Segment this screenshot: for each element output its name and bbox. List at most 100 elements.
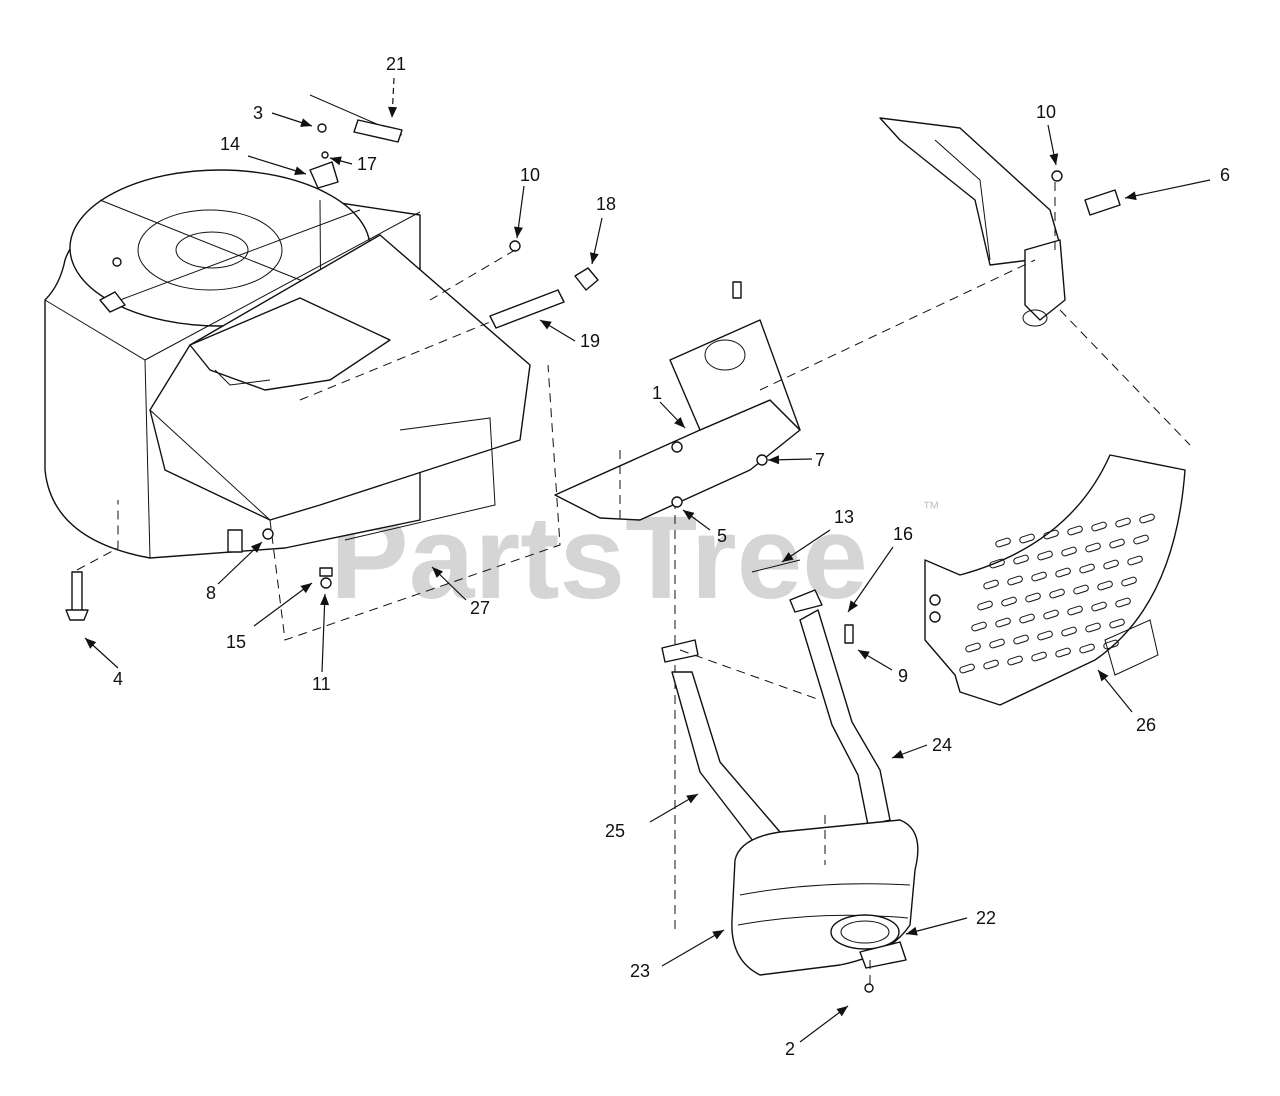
- callout-4: 4: [113, 669, 123, 689]
- leader-arrowhead: [906, 926, 918, 936]
- callout-19: 19: [580, 331, 600, 351]
- grille-slot: [1025, 592, 1041, 603]
- callout-22: 22: [976, 908, 996, 928]
- leader-arrowhead: [848, 600, 858, 612]
- grille-slots: [959, 513, 1155, 674]
- trademark-symbol: ™: [922, 498, 940, 518]
- leader-line: [321, 593, 326, 673]
- grille-slot: [1085, 622, 1101, 633]
- grille-slot: [1007, 655, 1023, 666]
- shaft-assembly: [299, 240, 599, 401]
- callout-6: 6: [1220, 165, 1230, 185]
- callout-3: 3: [253, 103, 263, 123]
- upper-right-bracket: [759, 117, 1191, 446]
- grille-slot: [989, 638, 1005, 649]
- grille-slot: [1127, 555, 1143, 566]
- grille-slot: [1061, 546, 1077, 557]
- grille-slot: [1037, 630, 1053, 641]
- callout-labels: 1 2 3 4 5 6 7 8 9 10 10 11 13 14 15 16 1…: [113, 54, 1230, 1059]
- leader-arrowhead: [589, 252, 599, 264]
- grille-slot: [1031, 651, 1047, 662]
- grille-slot: [965, 642, 981, 653]
- grille-slot: [1019, 613, 1035, 624]
- grille-slot: [1019, 533, 1035, 544]
- grille-slot: [1007, 575, 1023, 586]
- grille-slot: [971, 621, 987, 632]
- grille-slot: [1031, 571, 1047, 582]
- grille-slot: [1115, 597, 1131, 608]
- mounting-bracket: [554, 281, 801, 930]
- grille-slot: [1055, 567, 1071, 578]
- callout-5: 5: [717, 526, 727, 546]
- grille-slot: [1097, 580, 1113, 591]
- grille-slot: [1103, 559, 1119, 570]
- leader-arrowhead: [1049, 153, 1059, 165]
- top-hardware: [99, 94, 403, 313]
- leader-arrowhead: [300, 583, 312, 594]
- leader-arrowhead: [388, 106, 398, 118]
- grille-slot: [1001, 596, 1017, 607]
- grille-slot: [1055, 647, 1071, 658]
- callout-14: 14: [220, 134, 240, 154]
- callout-1: 1: [652, 383, 662, 403]
- grille-slot: [1091, 601, 1107, 612]
- grille-slot: [1037, 550, 1053, 561]
- callout-7: 7: [815, 450, 825, 470]
- leader-line: [661, 929, 725, 967]
- grille-slot: [1109, 538, 1125, 549]
- leader-arrowhead: [683, 510, 695, 521]
- grille-slot: [1043, 529, 1059, 540]
- leader-line: [1124, 179, 1211, 199]
- leader-line: [847, 546, 894, 613]
- grille-slot: [1091, 521, 1107, 532]
- grille-slot: [1067, 525, 1083, 536]
- grille-slot: [1043, 609, 1059, 620]
- callout-21: 21: [386, 54, 406, 74]
- grille-slot: [1115, 517, 1131, 528]
- grille-slot: [1109, 618, 1125, 629]
- grille-slot: [1049, 588, 1065, 599]
- lower-hardware: [65, 500, 333, 621]
- callout-26: 26: [1136, 715, 1156, 735]
- callout-27: 27: [470, 598, 490, 618]
- callout-8: 8: [206, 583, 216, 603]
- callout-23: 23: [630, 961, 650, 981]
- grille-slot: [995, 617, 1011, 628]
- leader-arrowhead: [294, 166, 306, 176]
- leader-arrowhead: [300, 118, 312, 127]
- grille-slot: [1013, 554, 1029, 565]
- callout-24: 24: [932, 735, 952, 755]
- grille-slot: [1013, 634, 1029, 645]
- callout-leaders: [84, 77, 1211, 1043]
- callout-15: 15: [226, 632, 246, 652]
- dash-cover: [149, 234, 561, 641]
- leader-arrowhead: [686, 794, 698, 804]
- leader-arrowhead: [768, 455, 780, 465]
- leader-arrowhead: [1098, 670, 1109, 682]
- leader-arrowhead: [540, 320, 552, 330]
- callout-17: 17: [357, 154, 377, 174]
- leader-arrowhead: [330, 156, 342, 166]
- leader-arrowhead: [782, 552, 794, 562]
- grille-slot: [1133, 534, 1149, 545]
- leader-arrowhead: [432, 567, 444, 578]
- leader-arrowhead: [858, 650, 870, 660]
- grille-slot: [1121, 576, 1137, 587]
- leader-arrowhead: [85, 638, 97, 649]
- callout-18: 18: [596, 194, 616, 214]
- leader-arrowhead: [674, 416, 685, 428]
- leader-arrowhead: [320, 594, 330, 606]
- callout-11: 11: [312, 674, 331, 694]
- callout-10-left: 10: [520, 165, 540, 185]
- exhaust-assembly: [661, 559, 919, 993]
- leader-arrowhead: [514, 226, 523, 238]
- grille-panel: [924, 454, 1186, 706]
- grille-slot: [1079, 563, 1095, 574]
- leader-arrowhead: [250, 542, 262, 553]
- grille-slot: [1139, 513, 1155, 524]
- grille-slot: [1067, 605, 1083, 616]
- grille-slot: [1073, 584, 1089, 595]
- grille-slot: [1079, 643, 1095, 654]
- grille-slot: [1061, 626, 1077, 637]
